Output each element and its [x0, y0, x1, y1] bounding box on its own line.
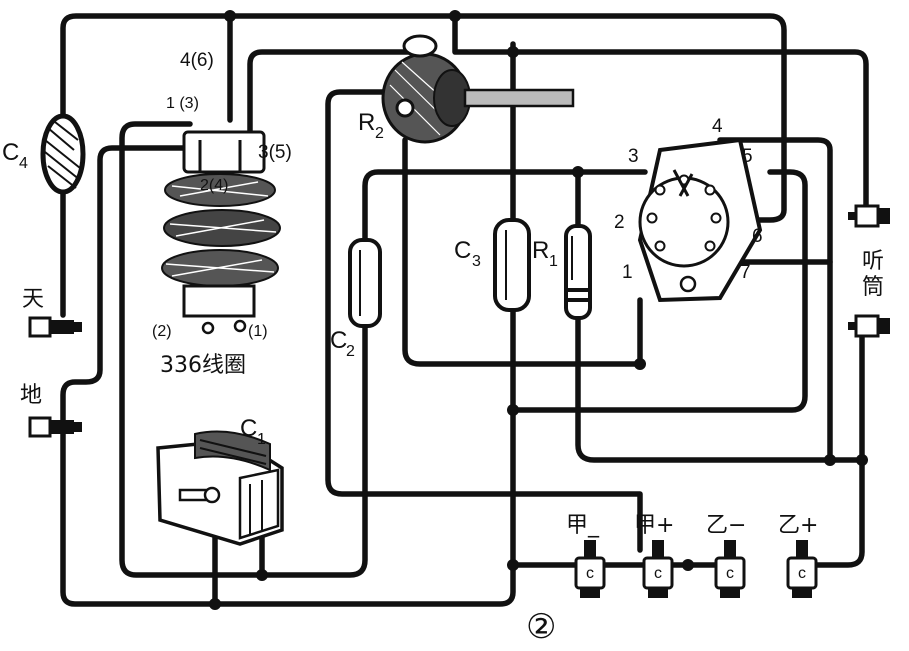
potentiometer-r2	[381, 34, 575, 144]
variable-capacitor-c1	[156, 430, 284, 546]
wire-mid-horizontal	[510, 169, 808, 413]
r2-subscript: 2	[375, 125, 384, 142]
tube-pin-1: 1	[622, 262, 633, 283]
r1-subscript: 1	[549, 253, 558, 270]
ground-label: 地	[20, 383, 42, 408]
c4-label: C	[2, 139, 19, 166]
capacitor-c3	[493, 218, 531, 312]
antenna-label: 天	[22, 287, 44, 312]
r1-label: R	[532, 237, 549, 264]
tube-socket	[637, 137, 763, 303]
wire-tube3-c2	[362, 169, 648, 243]
coil-pin-1: (1)	[248, 323, 268, 340]
tube-pin-7: 7	[740, 262, 751, 283]
coil-pin-3-5: 3(5)	[258, 142, 292, 163]
capacitor-c4	[40, 113, 86, 195]
battery-terminal-jia-plus	[642, 540, 674, 598]
c2-label: C	[330, 327, 347, 354]
wire-r2-wiper	[325, 89, 643, 553]
wire-r1-bottom	[575, 312, 865, 463]
c2-subscript: 2	[346, 343, 355, 360]
terminal-mark-1: c	[586, 565, 594, 582]
junctions	[209, 10, 868, 610]
coil-name: 336线圈	[160, 353, 246, 378]
wire-coil-pin13	[119, 121, 368, 578]
terminal-mark-3: c	[726, 565, 734, 582]
wire-top	[60, 13, 787, 223]
battery-terminal-yi-minus	[714, 540, 746, 598]
wire-r2-left	[247, 49, 428, 135]
wire-yi-plus	[797, 457, 865, 568]
c3-subscript: 3	[472, 253, 481, 270]
label-yi-plus: 乙+	[778, 513, 818, 538]
r2-label: R	[358, 109, 375, 136]
tube-pin-2: 2	[614, 212, 625, 233]
label-jia-minus: 甲_	[566, 513, 600, 538]
wire-r2-bottom	[402, 137, 643, 367]
c4-subscript: 4	[19, 155, 28, 172]
tube-pin-6: 6	[752, 226, 763, 247]
wires	[60, 13, 869, 607]
coil-pin-4-6: 4(6)	[180, 50, 214, 71]
coil-pin-1-3: 1 (3)	[166, 95, 199, 112]
headphone-terminal-top	[848, 204, 890, 228]
headphone-terminal-bottom	[848, 314, 890, 338]
label-jia-plus: 甲+	[634, 513, 674, 538]
tube-pin-3: 3	[628, 146, 639, 167]
tube-pin-4: 4	[712, 116, 723, 137]
wire-r2-top	[452, 13, 869, 211]
antenna-terminal	[28, 316, 82, 338]
capacitor-c2	[348, 238, 382, 328]
terminal-mark-2: c	[654, 565, 662, 582]
label-yi-minus: 乙−	[706, 513, 746, 538]
tube-pin-5: 5	[742, 146, 753, 167]
ground-terminal	[28, 416, 82, 438]
c3-label: C	[454, 237, 471, 264]
wire-coil-pin35	[60, 145, 189, 423]
c1-label: C	[240, 415, 257, 442]
c1-subscript: 1	[257, 431, 266, 448]
resistor-r1	[564, 224, 592, 320]
battery-terminal-yi-plus	[786, 540, 818, 598]
figure-number: ②	[526, 608, 556, 646]
wire-c3-down	[60, 302, 516, 607]
headphone-label-2: 筒	[862, 275, 884, 300]
headphone-label-1: 听	[862, 249, 884, 274]
coil-pin-2: (2)	[152, 323, 172, 340]
terminal-mark-4: c	[798, 565, 806, 582]
coil-336	[161, 130, 281, 335]
coil-pin-2-4: 2(4)	[200, 177, 228, 194]
battery-terminal-jia-minus	[574, 540, 606, 598]
wire-tube7-down	[717, 137, 833, 265]
